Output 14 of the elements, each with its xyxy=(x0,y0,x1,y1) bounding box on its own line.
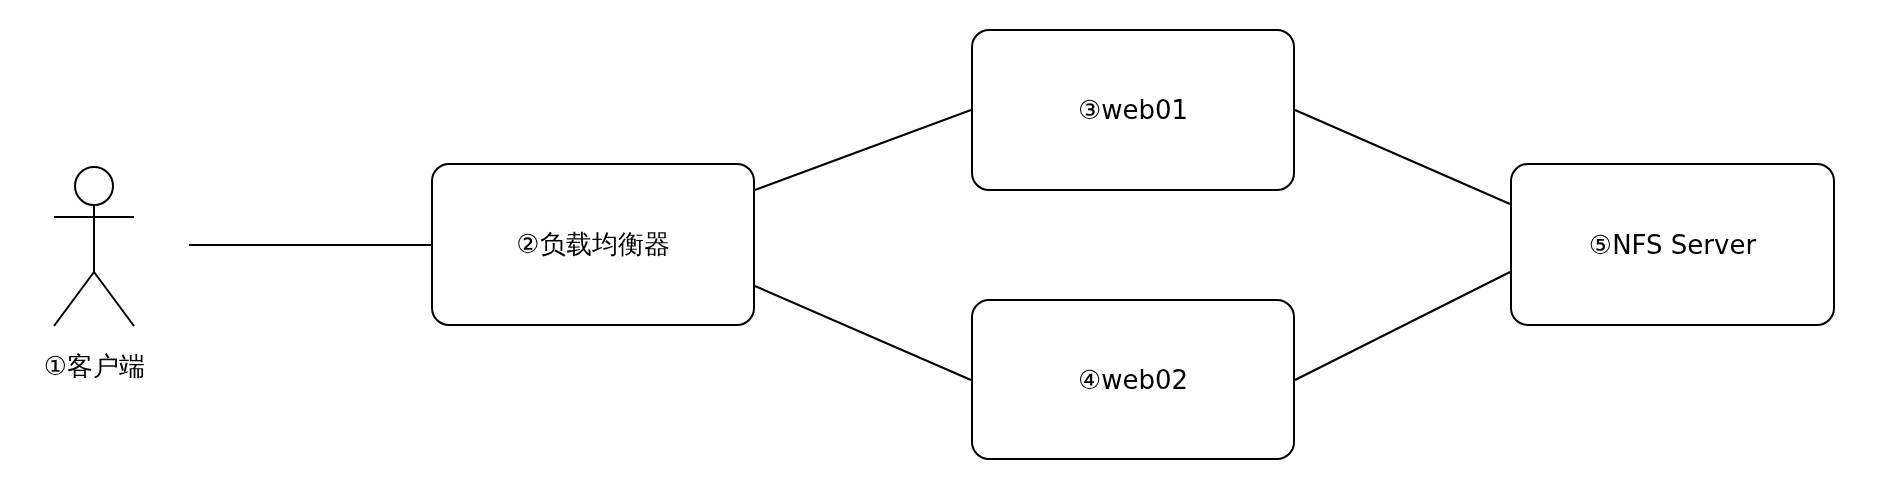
connector-line xyxy=(754,285,972,381)
node-label: ③web01 xyxy=(1077,95,1189,125)
connector-line xyxy=(188,244,432,246)
connector-line xyxy=(1294,109,1511,205)
actor-label: ①客户端 xyxy=(42,350,147,383)
node-label: ④web02 xyxy=(1077,364,1189,395)
connector-line xyxy=(754,109,972,191)
server-box xyxy=(971,299,1295,460)
server-box xyxy=(1510,163,1835,326)
connector-line xyxy=(1294,271,1511,381)
server-box xyxy=(971,29,1295,191)
node-label: ②负载均衡器 xyxy=(516,228,670,261)
server-box xyxy=(431,163,755,326)
node-label: ⑤NFS Server xyxy=(1588,229,1757,260)
